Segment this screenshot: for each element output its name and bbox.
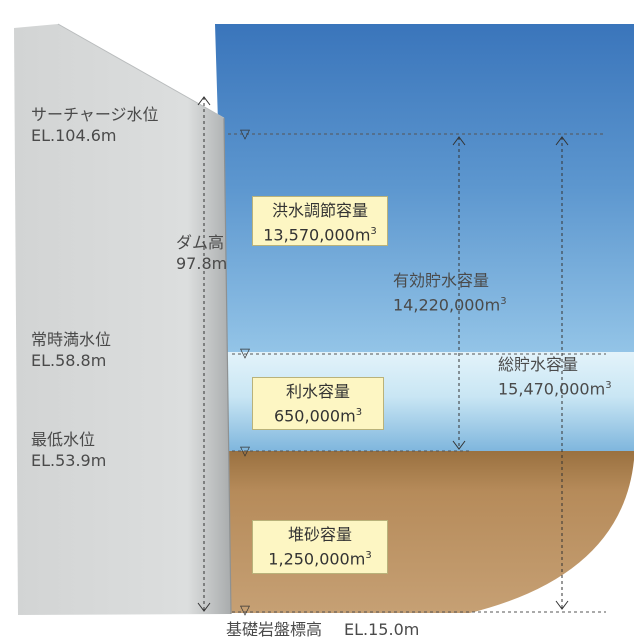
min-water-level-mark: ▽ (240, 444, 250, 459)
flood-control-water (80, 24, 634, 352)
min-level-name: 最低水位 (31, 430, 96, 449)
surcharge-level-elevation: EL.104.6m (31, 126, 117, 145)
dam-body (14, 24, 231, 615)
sediment-capacity-box: 堆砂容量 1,250,000m3 (252, 520, 388, 574)
sediment-capacity-label: 堆砂容量 (287, 525, 352, 544)
normal-level-label: 常時満水位 EL.58.8m (31, 329, 111, 371)
dam-height-value: 97.8m (176, 254, 228, 273)
min-level-elevation: EL.53.9m (31, 451, 107, 470)
effective-capacity-name: 有効貯水容量 (393, 271, 490, 290)
normal-level-name: 常時満水位 (31, 330, 112, 349)
flood-control-capacity-value: 13,570,000m (263, 225, 371, 245)
normal-water-level-mark: ▽ (240, 346, 250, 361)
foundation-level-mark: ▽ (240, 603, 250, 618)
effective-capacity-value: 14,220,000m (393, 295, 501, 315)
foundation-label-name: 基礎岩盤標高 (226, 620, 323, 639)
dam-upstream-edge (223, 117, 232, 615)
flood-control-capacity-label: 洪水調節容量 (271, 201, 368, 220)
surcharge-level-name: サーチャージ水位 (31, 105, 159, 124)
sediment-capacity-value: 1,250,000m (268, 549, 366, 569)
flood-control-capacity-unit-exponent: 3 (370, 226, 377, 237)
surcharge-water-level-mark: ▽ (240, 127, 250, 142)
water-use-capacity-label: 利水容量 (285, 382, 350, 401)
total-capacity-label: 総貯水容量 15,470,000m3 (498, 354, 612, 399)
total-capacity-value: 15,470,000m (498, 379, 606, 399)
dam-height-label: ダム高 97.8m (176, 232, 227, 274)
foundation-elevation-label: 基礎岩盤標高 EL.15.0m (226, 619, 419, 640)
effective-capacity-unit-exponent: 3 (500, 296, 507, 307)
min-level-label: 最低水位 EL.53.9m (31, 429, 106, 471)
foundation-label-elevation: EL.15.0m (344, 620, 420, 639)
water-use-capacity-value: 650,000m (273, 406, 356, 426)
normal-level-elevation: EL.58.8m (31, 351, 107, 370)
dam-top-edge (57, 23, 225, 119)
dam-height-name: ダム高 (176, 233, 225, 252)
water-use-capacity-box: 利水容量 650,000m3 (252, 377, 384, 430)
surcharge-level-label: サーチャージ水位 EL.104.6m (31, 104, 159, 146)
sediment-capacity-unit-exponent: 3 (365, 550, 372, 561)
total-capacity-name: 総貯水容量 (498, 355, 579, 374)
water-use-capacity-unit-exponent: 3 (355, 407, 363, 418)
total-capacity-unit-exponent: 3 (605, 380, 612, 391)
effective-capacity-label: 有効貯水容量 14,220,000m3 (393, 270, 507, 315)
flood-control-capacity-box: 洪水調節容量 13,570,000m3 (252, 196, 388, 246)
